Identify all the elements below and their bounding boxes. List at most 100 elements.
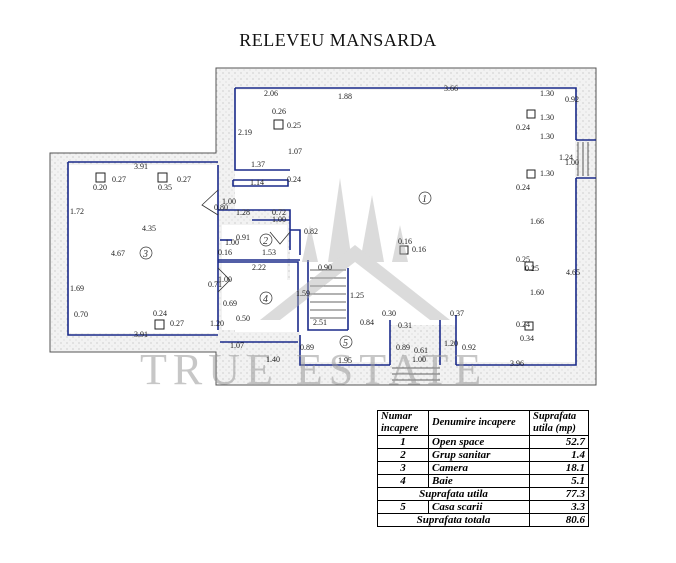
dimension-labels: 2.06 1.88 3.66 1.30 1.30 1.30 1.30 0.92 … xyxy=(70,84,580,368)
dim-label: 3.91 xyxy=(134,162,148,171)
dim-label: 1.00 xyxy=(218,275,232,284)
dim-label: 0.24 xyxy=(287,175,301,184)
dim-label: 2.06 xyxy=(264,89,278,98)
dim-label: 1.30 xyxy=(540,89,554,98)
dim-label: 3.96 xyxy=(510,359,524,368)
dim-label: 1.59 xyxy=(296,289,310,298)
dim-label: 1.20 xyxy=(210,319,224,328)
room-name: Open space xyxy=(428,435,530,449)
room-name: Grup sanitar xyxy=(428,448,530,462)
dim-label: 0.71 xyxy=(208,280,222,289)
room-number-1: 1 xyxy=(422,194,427,205)
dim-label: 0.16 xyxy=(218,248,232,257)
dim-label: 0.31 xyxy=(398,321,412,330)
columns xyxy=(95,109,536,331)
room-number: 2 xyxy=(377,448,429,462)
room-name: Baie xyxy=(428,474,530,488)
dim-label: 1.60 xyxy=(530,288,544,297)
total-value: 80.6 xyxy=(529,513,589,527)
dim-label: 0.27 xyxy=(170,319,184,328)
dim-label: 0.24 xyxy=(153,309,167,318)
dim-label: 0.89 xyxy=(396,343,410,352)
dim-label: 0.82 xyxy=(304,227,318,236)
room-area: 3.3 xyxy=(529,500,589,514)
legend-row: 1 Open space 52.7 xyxy=(377,435,589,449)
dim-label: 0.70 xyxy=(74,310,88,319)
room-number: 3 xyxy=(377,461,429,475)
room-labels xyxy=(139,191,432,349)
dim-label: 2.22 xyxy=(252,263,266,272)
area-legend-table: Numar incapere Denumire incapere Suprafa… xyxy=(377,410,589,527)
dim-label: 0.30 xyxy=(382,309,396,318)
dim-label: 1.69 xyxy=(70,284,84,293)
dim-label: 1.00 xyxy=(222,197,236,206)
dim-label: 4.65 xyxy=(566,268,580,277)
watermark-text: TRUE ESTATE xyxy=(140,345,487,394)
dim-label: 0.25 xyxy=(516,255,530,264)
dim-label: 0.89 xyxy=(300,343,314,352)
legend-row: 3 Camera 18.1 xyxy=(377,461,589,475)
dim-label: 1.95 xyxy=(338,356,352,365)
dim-label: 1.20 xyxy=(444,339,458,348)
dim-label: 0.16 xyxy=(398,237,412,246)
dim-label: 1.66 xyxy=(530,217,544,226)
util-label: Suprafata utila xyxy=(377,487,530,501)
dim-label: 1.37 xyxy=(251,160,265,169)
staircase xyxy=(310,269,440,381)
legend-row: 5 Casa scarii 3.3 xyxy=(377,500,589,514)
dim-label: 1.30 xyxy=(540,132,554,141)
room-number-2: 2 xyxy=(263,236,268,247)
room-number: 1 xyxy=(377,435,429,449)
dim-label: 0.26 xyxy=(272,107,286,116)
room-name: Casa scarii xyxy=(428,500,530,514)
dim-label: 1.40 xyxy=(266,355,280,364)
legend-header-number: Numar incapere xyxy=(377,410,429,436)
dim-label: 0.91 xyxy=(236,233,250,242)
dim-label: 0.27 xyxy=(112,175,126,184)
dim-label: 1.24 xyxy=(559,153,573,162)
watermark-logo xyxy=(260,178,450,320)
dim-label: 1.72 xyxy=(70,207,84,216)
dim-label: 1.00 xyxy=(565,158,579,167)
dim-label: 4.35 xyxy=(142,224,156,233)
dim-label: 3.91 xyxy=(134,330,148,339)
dim-label: 0.16 xyxy=(412,245,426,254)
room-number: 4 xyxy=(377,474,429,488)
legend-row: 2 Grup sanitar 1.4 xyxy=(377,448,589,462)
dim-label: 1.14 xyxy=(250,178,264,187)
dim-label: 0.69 xyxy=(223,299,237,308)
plan-title: RELEVEU MANSARDA xyxy=(239,30,437,50)
dim-label: 0.80 xyxy=(214,203,228,212)
legend-header-name: Denumire incapere xyxy=(428,410,530,436)
dim-label: 0.35 xyxy=(158,183,172,192)
dim-label: 1.30 xyxy=(540,113,554,122)
dim-label: 1.07 xyxy=(288,147,302,156)
dim-label: 0.24 xyxy=(516,320,530,329)
dim-label: 0.61 xyxy=(414,346,428,355)
util-value: 77.3 xyxy=(529,487,589,501)
total-label: Suprafata totala xyxy=(377,513,530,527)
dim-label: 0.24 xyxy=(516,183,530,192)
floor-plan: TRUE ESTATE 1 2 3 4 5 2.06 1.88 3.66 1.3… xyxy=(49,67,597,394)
dim-label: 0.34 xyxy=(520,334,534,343)
room-name: Camera xyxy=(428,461,530,475)
dim-label: 0.25 xyxy=(287,121,301,130)
dim-label: 4.67 xyxy=(111,249,125,258)
legend-util-row: Suprafata utila 77.3 xyxy=(377,487,589,501)
dim-label: 1.88 xyxy=(338,92,352,101)
dim-label: 1.28 xyxy=(236,208,250,217)
dim-label: 0.25 xyxy=(525,264,539,273)
dim-label: 1.00 xyxy=(272,215,286,224)
legend-header-row: Numar incapere Denumire incapere Suprafa… xyxy=(377,410,589,436)
room-number-3: 3 xyxy=(142,249,148,260)
dim-label: 2.19 xyxy=(238,128,252,137)
room-area: 52.7 xyxy=(529,435,589,449)
dim-label: 0.90 xyxy=(318,263,332,272)
dim-label: 0.37 xyxy=(450,309,464,318)
dim-label: 1.00 xyxy=(225,238,239,247)
legend-header-area: Suprafata utila (mp) xyxy=(529,410,589,436)
dim-label: 0.92 xyxy=(565,95,579,104)
dim-label: 0.92 xyxy=(462,343,476,352)
dim-label: 2.51 xyxy=(313,318,327,327)
dim-label: 1.30 xyxy=(540,169,554,178)
